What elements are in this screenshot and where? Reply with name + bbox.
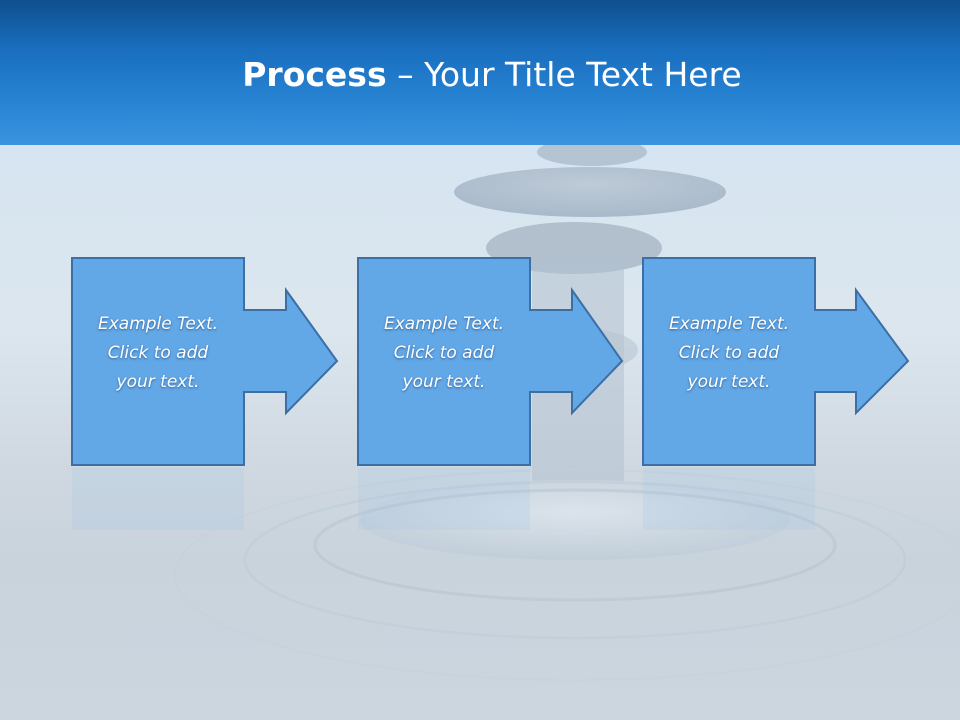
step-3-text[interactable]: Example Text. Click to add your text. [643, 310, 815, 397]
stone-reflection [360, 480, 790, 560]
ripple-3 [174, 469, 960, 681]
reflection-3 [643, 468, 815, 530]
reflection-1 [72, 468, 244, 530]
stone-top [537, 138, 647, 166]
slide-title[interactable]: Process – Your Title Text Here [0, 52, 960, 98]
process-shape-2[interactable] [357, 257, 624, 466]
ripple-2 [243, 480, 907, 640]
step-3-line-3: your text. [687, 372, 771, 392]
step-1-text[interactable]: Example Text. Click to add your text. [72, 310, 244, 397]
step-2-line-3: your text. [402, 372, 486, 392]
step-1-line-3: your text. [116, 372, 200, 392]
step-2-text[interactable]: Example Text. Click to add your text. [358, 310, 530, 397]
title-bar: Process – Your Title Text Here [0, 0, 960, 145]
process-shape-1[interactable] [71, 257, 339, 466]
step-1-line-1: Example Text. [97, 314, 219, 334]
title-separator: – [397, 55, 414, 94]
title-bold-part: Process [242, 55, 387, 94]
step-2-line-2: Click to add [393, 343, 495, 363]
title-rest: Your Title Text Here [424, 55, 742, 94]
step-1-line-2: Click to add [107, 343, 209, 363]
step-3-line-2: Click to add [678, 343, 780, 363]
step-2-line-1: Example Text. [383, 314, 505, 334]
ripple-1 [313, 488, 837, 602]
reflection-2 [358, 468, 530, 530]
stone-wide [454, 167, 726, 217]
process-shape-3[interactable] [642, 257, 910, 466]
step-3-line-1: Example Text. [668, 314, 790, 334]
